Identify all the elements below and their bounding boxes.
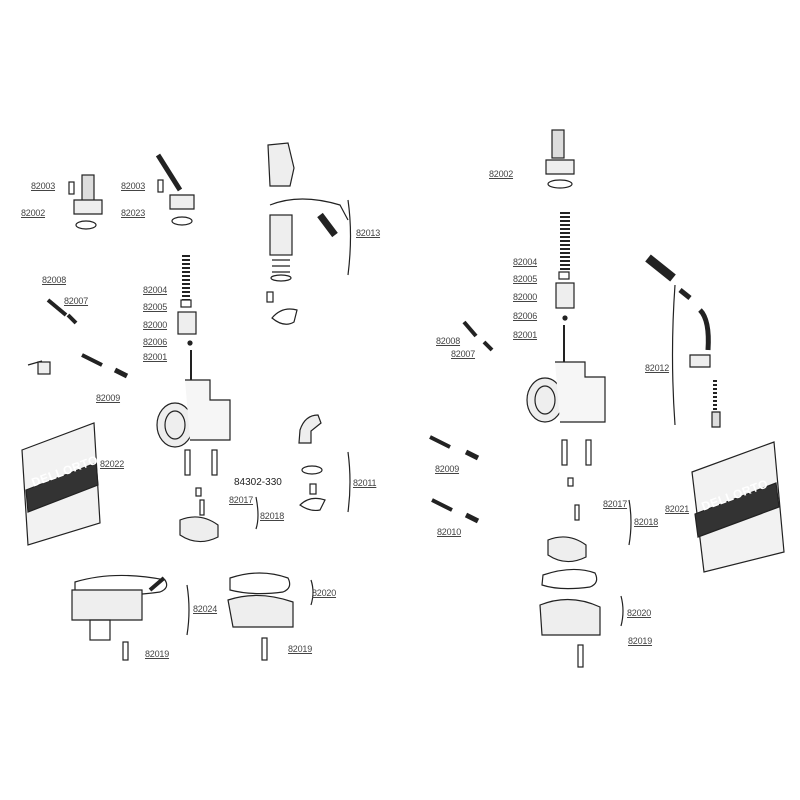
slide-stack-left xyxy=(177,255,197,380)
part-label[interactable]: 82013 xyxy=(356,228,381,238)
part-label[interactable]: 82002 xyxy=(21,208,46,218)
kit-bag-right xyxy=(691,441,785,573)
part-label[interactable]: 82008 xyxy=(436,336,461,346)
carburetor-body-right xyxy=(526,361,606,487)
part-label[interactable]: 82019 xyxy=(288,644,313,654)
float-bowl-left-2 xyxy=(227,572,314,661)
part-label[interactable]: 82003 xyxy=(31,181,56,191)
float-left xyxy=(179,499,219,543)
part-label[interactable]: 82007 xyxy=(451,349,476,359)
throttle-top-right xyxy=(645,254,721,428)
idle-screws-left xyxy=(27,298,129,379)
part-label[interactable]: 82018 xyxy=(634,517,659,527)
fuel-filter-left xyxy=(298,414,351,513)
part-label[interactable]: 82001 xyxy=(513,330,538,340)
part-label[interactable]: 82006 xyxy=(143,337,168,347)
part-label[interactable]: 82007 xyxy=(64,296,89,306)
part-label[interactable]: 82020 xyxy=(312,588,337,598)
part-label[interactable]: 82022 xyxy=(100,459,125,469)
part-label[interactable]: 82001 xyxy=(143,352,168,362)
kit-bag-left xyxy=(21,422,101,546)
choke-cable-left xyxy=(155,153,195,226)
part-label[interactable]: 82008 xyxy=(42,275,67,285)
part-label[interactable]: 82012 xyxy=(645,363,670,373)
part-label[interactable]: 82009 xyxy=(96,393,121,403)
part-label[interactable]: 82006 xyxy=(513,311,538,321)
part-label[interactable]: 82005 xyxy=(143,302,168,312)
part-label[interactable]: 82017 xyxy=(603,499,628,509)
slide-stack-right xyxy=(555,212,575,365)
brace-82018 xyxy=(255,496,259,530)
part-label[interactable]: 82005 xyxy=(513,274,538,284)
carburetor-body-left xyxy=(156,379,231,497)
part-label[interactable]: 82017 xyxy=(229,495,254,505)
ignition-cap xyxy=(266,142,349,325)
part-label[interactable]: 82019 xyxy=(145,649,170,659)
idle-screws-right xyxy=(429,320,494,524)
part-label[interactable]: 82018 xyxy=(260,511,285,521)
part-label[interactable]: 82020 xyxy=(627,608,652,618)
float-bowl-left xyxy=(71,574,190,661)
float-right xyxy=(547,499,632,563)
part-label[interactable]: 82000 xyxy=(513,292,538,302)
brace-82013 xyxy=(347,199,352,276)
part-label[interactable]: 82023 xyxy=(121,208,146,218)
part-label[interactable]: 82004 xyxy=(143,285,168,295)
part-label[interactable]: 82019 xyxy=(628,636,653,646)
part-label[interactable]: 82011 xyxy=(353,478,377,488)
part-label[interactable]: 82024 xyxy=(193,604,218,614)
reference-code: 84302-330 xyxy=(234,477,282,488)
part-label[interactable]: 82021 xyxy=(665,504,690,514)
part-label[interactable]: 82000 xyxy=(143,320,168,330)
float-bowl-right xyxy=(539,568,624,668)
choke-lever-right xyxy=(545,129,575,189)
choke-lever-left xyxy=(68,174,103,230)
part-label[interactable]: 82010 xyxy=(437,527,462,537)
part-label[interactable]: 82002 xyxy=(489,169,514,179)
part-label[interactable]: 82003 xyxy=(121,181,146,191)
part-label[interactable]: 82009 xyxy=(435,464,460,474)
part-label[interactable]: 82004 xyxy=(513,257,538,267)
